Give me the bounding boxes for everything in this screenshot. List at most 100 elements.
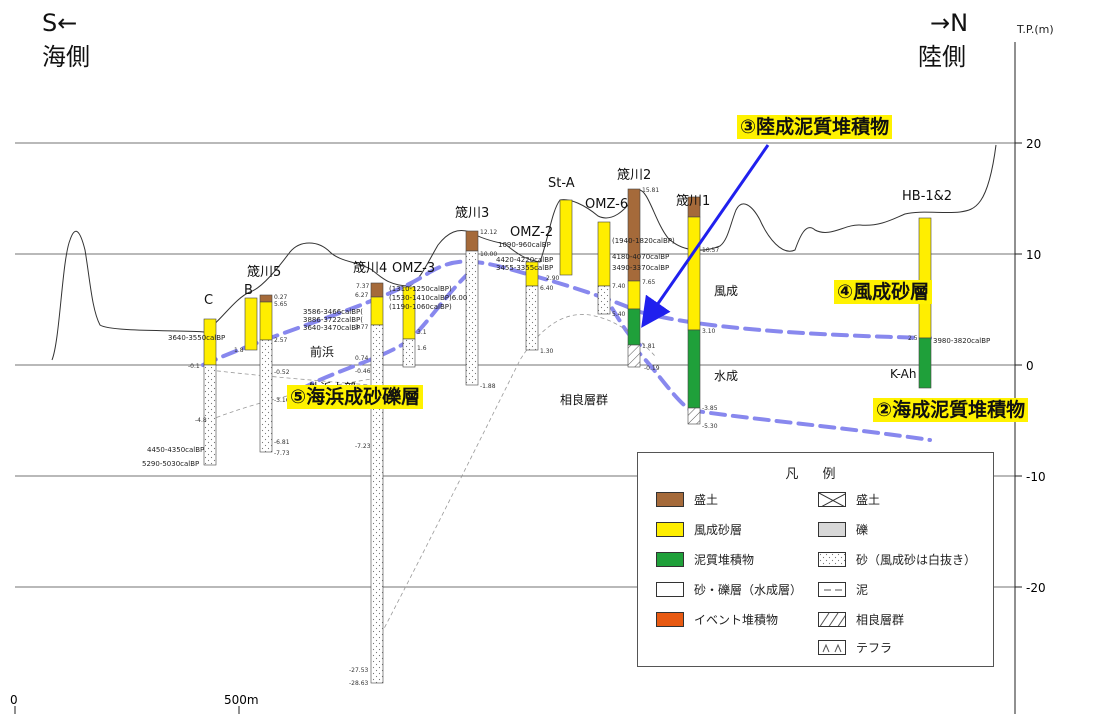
legend-item-gravel: 礫 (818, 521, 868, 538)
date-6: 3640-3470calBP (303, 324, 360, 332)
core-s3 (465, 230, 479, 386)
boundary-aeolian-base (201, 259, 932, 367)
elev-25: 1.30 (540, 348, 554, 355)
elev-11: 5.65 (274, 301, 288, 308)
core-label-hb: HB-1&2 (902, 189, 952, 204)
date-15: 3490-3370calBP (612, 264, 669, 272)
core-s5 (259, 294, 273, 453)
legend-label-clay: 泥 (856, 583, 869, 597)
correlation-line-2 (209, 369, 371, 386)
core-label-omz3: OMZ-3 (392, 261, 435, 276)
legend-item-event: イベント堆積物 (656, 611, 778, 628)
legend-label-aeolian: 風成砂層 (694, 523, 743, 537)
legend-item-sand: 砂（風成砂は白抜き） (818, 551, 976, 568)
core-omz6 (597, 221, 611, 315)
terrain-profile (51, 144, 997, 361)
elev-34: 10.57 (702, 247, 719, 254)
core-hb (918, 217, 932, 389)
legend-label-gravel: 礫 (856, 523, 869, 537)
swatch-tephra (818, 640, 846, 655)
elev-23: 10.00 (480, 251, 497, 258)
core-label-s2: 筬川2 (617, 167, 651, 183)
core-label-omz6: OMZ-6 (585, 197, 628, 212)
elev-26: 6.40 (540, 285, 554, 292)
date-4: 3586-3466calBP( (303, 308, 363, 316)
axis-unit: T.P.(m) (1017, 23, 1054, 36)
legend: 凡 例 盛土 風成砂層 泥質堆積物 砂・礫層（水成層） イベント堆積物 盛土 礫… (637, 452, 994, 667)
correlation-line-3 (377, 314, 656, 641)
swatch-event (656, 612, 684, 627)
elev-33: -0.19 (644, 365, 660, 372)
elevation-axis (1014, 42, 1022, 714)
swatch-fill-pattern (818, 492, 846, 507)
elev-32: 1.81 (642, 343, 656, 350)
legend-item-mud: 泥質堆積物 (656, 551, 754, 568)
label-fusei: 風成 (714, 284, 738, 298)
swatch-aeolian (656, 522, 684, 537)
legend-label-sagara: 相良層群 (856, 613, 905, 627)
legend-item-sagara: 相良層群 (818, 611, 904, 628)
date-12: 3455-3355calBP (496, 264, 553, 272)
legend-item-fill-pattern: 盛土 (818, 491, 880, 508)
correlation-line-1 (209, 377, 379, 421)
swatch-clay (818, 582, 846, 597)
legend-label-aqueous: 砂・礫層（水成層） (694, 583, 803, 597)
swatch-sagara (818, 612, 846, 627)
elev-4: 0.27 (274, 294, 288, 301)
core-label-s5: 筬川5 (247, 264, 281, 280)
scale-bar (14, 706, 240, 714)
axis-tick-20: 20 (1026, 137, 1041, 151)
swatch-sand (818, 552, 846, 567)
swatch-aqueous (656, 582, 684, 597)
core-omz2 (525, 261, 539, 351)
legend-item-aeolian: 風成砂層 (656, 521, 742, 538)
elev-2: -4.8 (195, 417, 207, 424)
south-direction: S← (42, 9, 78, 37)
legend-item-aqueous: 砂・礫層（水成層） (656, 581, 802, 598)
core-label-sta: St-A (548, 176, 575, 191)
core-label-b: B (244, 283, 253, 298)
date-11: 4420-4220calBP (496, 256, 553, 264)
date-1: 3640-3550calBP (168, 334, 225, 342)
callout-aeolian-sand: ④風成砂層 (834, 280, 933, 304)
date-7: (1310-1250calBP) (389, 285, 452, 293)
north-direction: →N (930, 9, 969, 37)
core-omz3 (402, 286, 416, 368)
legend-title: 凡 例 (785, 467, 846, 482)
correlation-lines (209, 314, 656, 641)
axis-tick-minus10: -10 (1026, 470, 1046, 484)
core-label-omz2: OMZ-2 (510, 225, 553, 240)
legend-label-event: イベント堆積物 (694, 613, 779, 627)
elev-30: 15.81 (642, 187, 659, 194)
label-suisei: 水成 (714, 369, 738, 383)
legend-item-clay: 泥 (818, 581, 868, 598)
label-maehama: 前浜 (310, 344, 334, 359)
elev-31: 7.65 (642, 279, 656, 286)
elev-38: 2.5 (908, 335, 918, 342)
date-10: 1090-960calBP (498, 241, 551, 249)
legend-label-mud: 泥質堆積物 (694, 553, 755, 567)
legend-label-sand: 砂（風成砂は白抜き） (856, 553, 977, 567)
core-label-s3: 筬川3 (455, 205, 489, 221)
elev-6: -3.16 (274, 397, 290, 404)
date-5: 3886-3722calBP( (303, 316, 363, 324)
core-label-c: C (204, 293, 213, 308)
elev-36: -3.85 (702, 405, 718, 412)
scale-label-0: 0 (10, 693, 18, 707)
elev-7: -6.81 (274, 439, 290, 446)
boundary-marine-mud (628, 343, 932, 442)
core-s4 (370, 282, 384, 684)
elev-10: 6.27 (355, 292, 369, 299)
elev-15: 0.74 (355, 355, 369, 362)
axis-tick-10: 10 (1026, 248, 1041, 262)
swatch-fill (656, 492, 684, 507)
date-3: 5290-5030calBP (142, 460, 199, 468)
core-sta (559, 199, 573, 276)
axis-tick-minus20: -20 (1026, 581, 1046, 595)
core-c (203, 318, 217, 466)
date-16: 3980-3820calBP (933, 337, 990, 345)
date-8: (1530-1410calBP)6.00 (389, 294, 467, 302)
core-b (244, 297, 258, 351)
